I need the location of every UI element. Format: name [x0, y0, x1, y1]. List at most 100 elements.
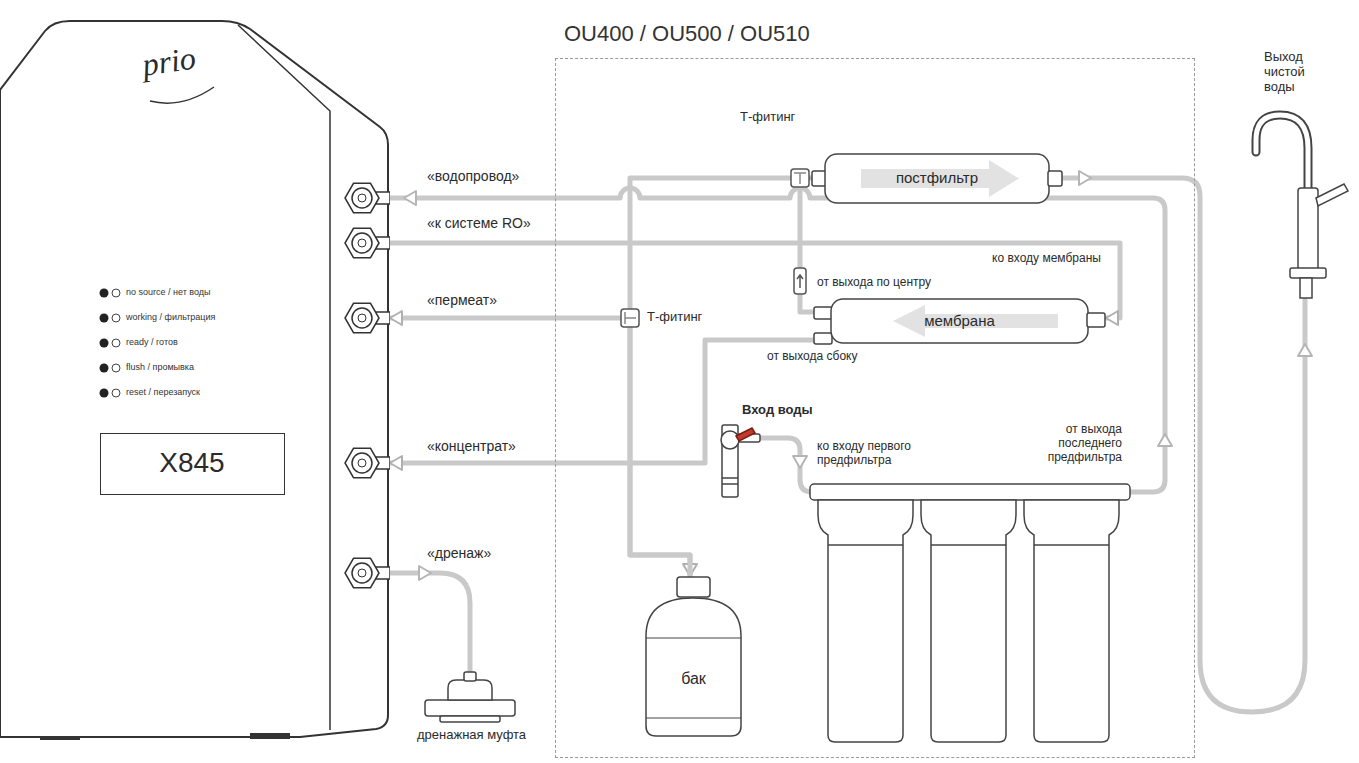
drain-pipe-stub — [425, 700, 515, 716]
device-housing: priono source / нет водыworking / фильтр… — [0, 15, 390, 740]
arrow-head — [390, 311, 402, 325]
port-label: «к системе RO» — [425, 215, 533, 231]
port-hole — [358, 239, 366, 247]
port-nut — [345, 448, 379, 477]
prefilter-head — [810, 484, 1130, 500]
housing-ring — [1034, 544, 1109, 546]
check-valve-arrow — [797, 275, 803, 288]
port-nut — [345, 558, 379, 587]
port-ring — [352, 453, 372, 473]
status-icon — [112, 314, 120, 322]
prefilter-housing — [921, 500, 1016, 742]
part-label: от выхода сбоку — [765, 350, 859, 364]
port-ring — [352, 563, 372, 583]
faucet-base — [1290, 268, 1326, 278]
tank-body — [646, 598, 741, 736]
part-label: ко входу первого предфильтра — [815, 440, 931, 468]
status-label: flush / промывка — [126, 362, 194, 372]
housing-ring — [828, 544, 903, 546]
coupling-nipple — [464, 672, 476, 681]
system-region: OU400 / OU500 / OU510постфильтрмембранаб… — [555, 58, 1195, 758]
model-box: X845 — [100, 433, 285, 495]
coupling-flange — [440, 716, 500, 722]
tank-cap — [677, 577, 710, 597]
check-valve — [794, 268, 806, 294]
part-label: Вход воды — [740, 403, 815, 418]
node-title: мембрана — [831, 312, 1088, 329]
housing-outline — [0, 21, 388, 737]
tee-fittings — [621, 169, 809, 327]
status-led — [100, 389, 109, 398]
port-ring — [352, 233, 372, 253]
prefilter-housing — [818, 500, 913, 742]
inlet-valve — [721, 425, 760, 497]
tee-fitting — [621, 309, 639, 327]
status-icon — [112, 389, 120, 397]
drain-pipe — [390, 573, 470, 680]
pipe-line — [390, 318, 690, 576]
arrow-head — [390, 456, 402, 470]
node-title: постфильтр — [825, 169, 1049, 186]
tank-seam — [646, 638, 741, 639]
flow-arrow — [404, 191, 416, 205]
logo-swoosh — [150, 87, 214, 103]
supply-pipe — [390, 188, 1165, 492]
flow-arrow — [419, 566, 431, 580]
fitting — [814, 333, 832, 344]
port-ring — [352, 308, 372, 328]
node-title: бак — [646, 670, 741, 688]
flow-arrow — [793, 456, 807, 468]
postfilter-cartridge: постфильтр — [811, 151, 1063, 206]
pipe-connector — [390, 311, 690, 576]
status-label: ready / готов — [126, 337, 178, 347]
inlet-pipe — [760, 438, 812, 492]
port-hole — [358, 194, 366, 202]
part-label: ко входу мембраны — [990, 252, 1103, 266]
part-label: от выхода последнего предфильтра — [1036, 423, 1124, 464]
part-label: от выхода по центру — [815, 276, 933, 290]
valve-thread — [722, 483, 738, 485]
faucet-spout — [1256, 115, 1308, 192]
flow-arrow — [1298, 344, 1312, 356]
flow-arrow — [1158, 434, 1172, 446]
port-label: «пермеат» — [425, 292, 499, 308]
node-title: X845 — [101, 447, 283, 479]
tank-outline — [641, 576, 746, 739]
part-label: Т-фитинг — [738, 110, 797, 125]
arrow-head — [1106, 311, 1118, 325]
faucet-shank — [1300, 278, 1312, 298]
valve-body — [721, 431, 739, 449]
port-nut — [345, 303, 379, 332]
housing-ring — [931, 544, 1006, 546]
tee-fitting — [791, 169, 809, 187]
status-led — [100, 364, 109, 373]
part-label: Т-фитинг — [645, 310, 704, 325]
port-hole — [358, 459, 366, 467]
membrane-cartridge: мембрана — [813, 297, 1106, 345]
fitting — [812, 171, 826, 186]
port-label: «концентрат» — [425, 438, 518, 454]
status-label: no source / нет воды — [126, 287, 211, 297]
status-icon — [112, 289, 120, 297]
part-label: дренажная муфта — [415, 728, 528, 743]
part-label: «дренаж» — [425, 545, 493, 561]
valve-thread — [722, 477, 738, 479]
pipe-connector — [630, 171, 811, 576]
port-ring — [352, 188, 372, 208]
tee-mark — [625, 312, 636, 324]
prefilter-block — [810, 484, 1130, 742]
faucet — [1256, 115, 1348, 298]
part-label: «водопровод» — [425, 168, 521, 184]
housing-foot — [250, 733, 290, 739]
membrane-body — [831, 299, 1088, 343]
status-led — [100, 289, 109, 298]
status-label: reset / перезапуск — [126, 387, 200, 397]
status-led — [100, 314, 109, 323]
pipe-line — [390, 340, 813, 463]
valve-handle — [736, 428, 755, 441]
tee-mark — [794, 173, 806, 184]
faucet-spout-inner — [1256, 115, 1308, 192]
tank-seam — [646, 718, 741, 719]
prefilter-housing — [1024, 500, 1119, 742]
